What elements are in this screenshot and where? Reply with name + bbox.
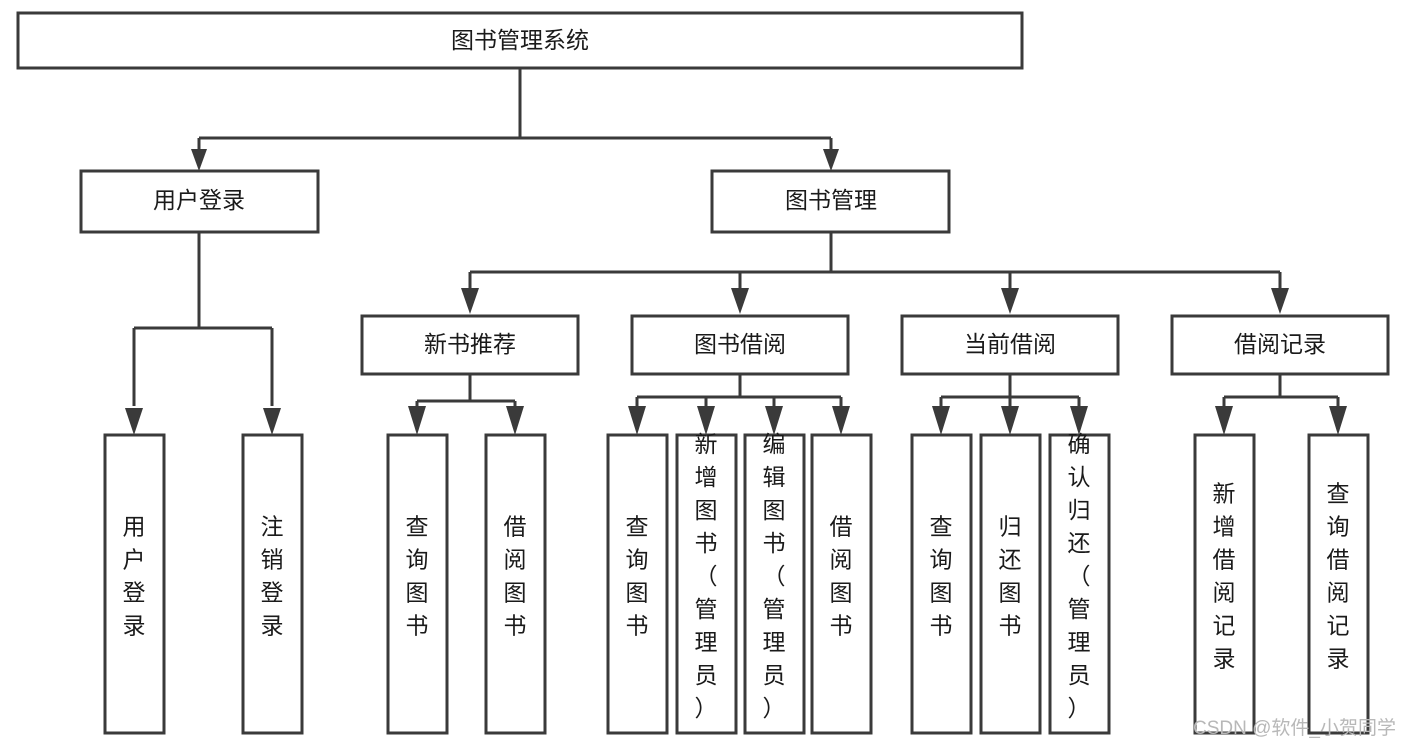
arrowhead-leaf-bb-query <box>628 406 646 435</box>
leaf-nb-borrow-book-label: 借阅图书 <box>504 514 527 639</box>
connector-book-manage-to-level3 <box>468 232 1282 290</box>
connector-book-borrow-to-leaves <box>635 374 843 406</box>
leaf-nb-borrow-book-box[interactable] <box>484 433 547 735</box>
arrowhead-to-user-login <box>191 149 207 171</box>
connector-user-login-to-leaves <box>132 232 274 406</box>
leaf-bb-borrow-book[interactable]: 借阅图书 <box>810 433 873 735</box>
leaf-cb-return-book-label: 归还图书 <box>999 514 1022 639</box>
node-current-borrow[interactable]: 当前借阅 <box>900 314 1120 376</box>
node-root-system-label: 图书管理系统 <box>451 27 589 53</box>
node-current-borrow-label: 当前借阅 <box>964 331 1056 357</box>
leaf-user-login-box[interactable] <box>103 433 166 735</box>
leaf-br-query-record[interactable]: 查询借阅记录 <box>1307 433 1370 735</box>
arrowhead-to-new-book <box>461 288 479 314</box>
node-borrow-record-box[interactable] <box>1170 314 1390 376</box>
leaf-br-add-record-box[interactable] <box>1193 433 1256 735</box>
arrowhead-leaf-bb-add <box>697 406 715 435</box>
node-book-manage-box[interactable] <box>710 169 951 234</box>
node-user-login-label: 用户登录 <box>153 187 245 213</box>
node-new-book-recommend-box[interactable] <box>360 314 580 376</box>
leaf-cb-query-book[interactable]: 查询图书 <box>910 433 973 735</box>
leaf-bb-edit-book[interactable]: 编辑图书（管理员） <box>743 431 806 735</box>
node-book-borrow-box[interactable] <box>630 314 850 376</box>
node-book-borrow[interactable]: 图书借阅 <box>630 314 850 376</box>
node-book-manage[interactable]: 图书管理 <box>710 169 951 234</box>
leaf-bb-add-book-box[interactable] <box>675 433 738 735</box>
leaf-nb-query-book[interactable]: 查询图书 <box>386 433 449 735</box>
connector-new-book-to-leaves <box>415 374 517 408</box>
leaf-user-login-label: 用户登录 <box>123 514 146 639</box>
arrowhead-leaf-cb-confirm <box>1070 406 1088 435</box>
arrowhead-leaf-nb-query <box>408 406 426 435</box>
leaf-logout-box[interactable] <box>241 433 304 735</box>
node-user-login-box[interactable] <box>79 169 320 234</box>
leaf-cb-return-book[interactable]: 归还图书 <box>979 433 1042 735</box>
arrowhead-to-book-borrow <box>731 288 749 314</box>
node-book-borrow-label: 图书借阅 <box>694 331 786 357</box>
leaf-br-query-record-box[interactable] <box>1307 433 1370 735</box>
arrowhead-leaf-nb-borrow <box>506 406 524 435</box>
leaf-nb-borrow-book[interactable]: 借阅图书 <box>484 433 547 735</box>
leaf-cb-return-book-box[interactable] <box>979 433 1042 735</box>
node-borrow-record-label: 借阅记录 <box>1234 331 1326 357</box>
leaf-bb-add-book-label: 新增图书（管理员） <box>695 431 718 721</box>
csdn-watermark: CSDN @软件_小贺同学 <box>1193 717 1396 739</box>
arrowhead-leaf-br-query <box>1329 406 1347 435</box>
arrowhead-leaf-user-login <box>125 408 143 435</box>
leaf-cb-confirm-return-box[interactable] <box>1048 433 1111 735</box>
arrowhead-to-book-manage <box>823 149 839 171</box>
arrowhead-leaf-logout <box>263 408 281 435</box>
node-root-system[interactable]: 图书管理系统 <box>16 11 1024 70</box>
node-new-book-recommend[interactable]: 新书推荐 <box>360 314 580 376</box>
leaf-cb-confirm-return[interactable]: 确认归还（管理员） <box>1048 431 1111 735</box>
leaf-cb-confirm-return-label: 确认归还（管理员） <box>1068 431 1091 721</box>
arrowhead-to-current-borrow <box>1001 288 1019 314</box>
leaf-br-add-record-label: 新增借阅记录 <box>1213 481 1236 672</box>
leaf-bb-add-book[interactable]: 新增图书（管理员） <box>675 431 738 735</box>
leaf-bb-query-book-box[interactable] <box>606 433 669 735</box>
leaf-br-query-record-label: 查询借阅记录 <box>1327 481 1350 672</box>
node-current-borrow-box[interactable] <box>900 314 1120 376</box>
leaf-cb-query-book-box[interactable] <box>910 433 973 735</box>
leaf-br-add-record[interactable]: 新增借阅记录 <box>1193 433 1256 735</box>
leaf-bb-edit-book-label: 编辑图书（管理员） <box>763 431 786 721</box>
node-book-manage-label: 图书管理 <box>785 187 877 213</box>
arrowhead-leaf-cb-query <box>932 406 950 435</box>
leaf-bb-edit-book-box[interactable] <box>743 433 806 735</box>
leaf-bb-borrow-book-box[interactable] <box>810 433 873 735</box>
leaf-bb-query-book[interactable]: 查询图书 <box>606 433 669 735</box>
node-root-system-box[interactable] <box>16 11 1024 70</box>
arrowhead-to-borrow-record <box>1271 288 1289 314</box>
leaf-logout[interactable]: 注销登录 <box>241 433 304 735</box>
arrowhead-leaf-bb-edit <box>765 406 783 435</box>
arrowhead-leaf-cb-return <box>1001 406 1019 435</box>
leaf-bb-query-book-label: 查询图书 <box>626 514 649 639</box>
leaf-nb-query-book-label: 查询图书 <box>406 514 429 639</box>
leaf-logout-label: 注销登录 <box>261 514 284 639</box>
connector-root-to-level2 <box>197 68 833 160</box>
leaf-bb-borrow-book-label: 借阅图书 <box>830 514 853 639</box>
leaf-cb-query-book-label: 查询图书 <box>930 514 953 639</box>
node-borrow-record[interactable]: 借阅记录 <box>1170 314 1390 376</box>
connector-borrow-record-to-leaves <box>1222 374 1340 406</box>
arrowhead-leaf-bb-borrow <box>832 406 850 435</box>
connector-current-borrow-to-leaves <box>939 374 1081 406</box>
node-new-book-recommend-label: 新书推荐 <box>424 331 516 357</box>
leaf-nb-query-book-box[interactable] <box>386 433 449 735</box>
arrowhead-leaf-br-add <box>1215 406 1233 435</box>
leaf-user-login[interactable]: 用户登录 <box>103 433 166 735</box>
node-user-login[interactable]: 用户登录 <box>79 169 320 234</box>
connector-group <box>125 68 1347 435</box>
